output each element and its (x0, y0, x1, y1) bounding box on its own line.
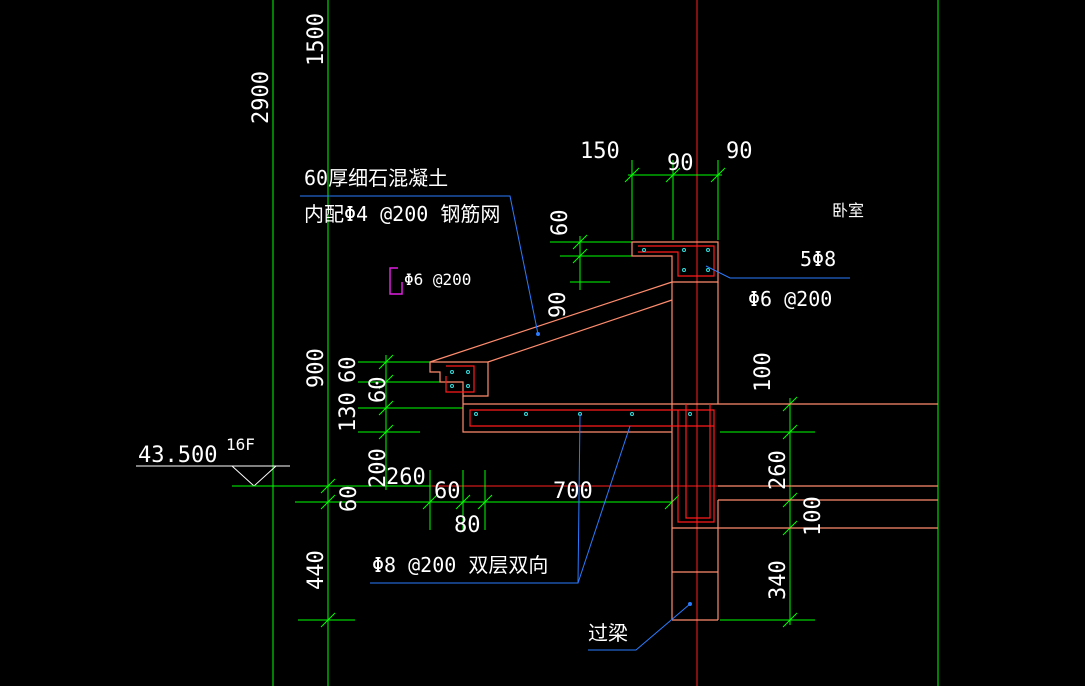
hook-bar-icon (389, 267, 403, 295)
rebar-lines (445, 245, 715, 523)
dim-90-right: 90 (726, 139, 753, 164)
dim-100-a: 100 (751, 352, 776, 392)
note-lintel: 过梁 (588, 621, 628, 645)
dim-60-d: 60 (337, 486, 362, 513)
dim-700: 700 (553, 479, 593, 504)
dim-60-b: 60 (366, 377, 391, 404)
dim-150: 150 (580, 139, 620, 164)
dim-1500: 1500 (304, 13, 329, 66)
note-topping-line1: 60厚细石混凝土 (304, 166, 448, 190)
note-beam-stirrup: Φ6 @200 (748, 287, 832, 311)
level-elevation: 43.500 (138, 443, 217, 468)
dim-60-top: 60 (548, 210, 573, 237)
dim-60-c: 60 (434, 479, 461, 504)
room-label: 卧室 (832, 201, 864, 220)
note-topping-line2: 内配Φ4 @200 钢筋网 (304, 202, 500, 226)
note-hook-bar: Φ6 @200 (404, 270, 471, 289)
level-marker (136, 465, 300, 487)
leader-lines (300, 195, 850, 651)
rebar-dots (450, 248, 710, 416)
annotation-text: 43.500 16F 卧室 60厚细石混凝土 内配Φ4 @200 钢筋网 Φ6 … (138, 166, 864, 645)
level-floor: 16F (226, 435, 255, 454)
dim-2900: 2900 (249, 71, 274, 124)
concrete-outline (429, 241, 938, 621)
dim-80: 80 (454, 513, 481, 538)
dim-90-slope: 90 (546, 292, 571, 319)
dim-60-a: 60 (336, 357, 361, 384)
dimension-text: 2900 1500 150 90 90 60 90 900 60 60 130 … (249, 13, 826, 600)
note-beam-main: 5Φ8 (800, 247, 836, 271)
dim-340: 340 (766, 560, 791, 600)
dim-90-left: 90 (667, 151, 694, 176)
dim-100-b: 100 (801, 496, 826, 536)
dim-260-left: 260 (386, 465, 426, 490)
dim-260-right: 260 (766, 450, 791, 490)
dim-130: 130 (336, 392, 361, 432)
dim-440: 440 (304, 550, 329, 590)
dim-200: 200 (366, 448, 391, 488)
note-slab-rebar: Φ8 @200 双层双向 (372, 553, 548, 577)
dim-900: 900 (304, 348, 329, 388)
